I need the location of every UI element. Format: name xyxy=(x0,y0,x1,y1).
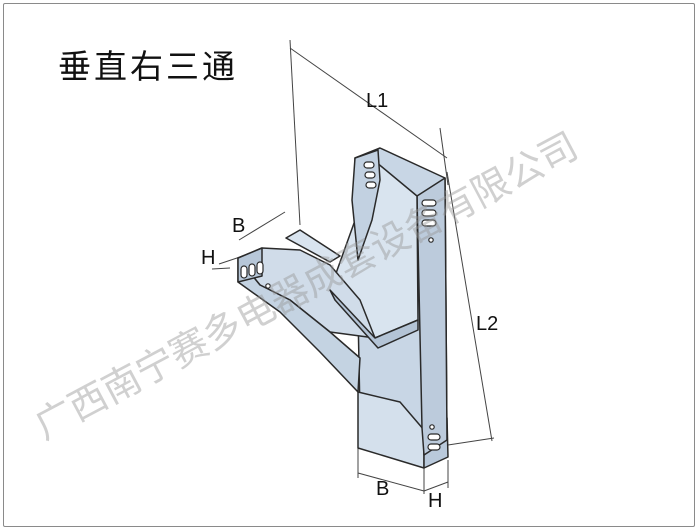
slots xyxy=(240,161,441,451)
figure-frame xyxy=(3,3,695,527)
branch-lip xyxy=(285,229,341,263)
branch-arm-face xyxy=(237,257,361,393)
dim-label-h-top: H xyxy=(201,247,215,269)
inner-bend xyxy=(329,289,419,349)
dim-label-l2: L2 xyxy=(476,313,498,335)
dim-label-l1: L1 xyxy=(366,90,388,112)
diagram-title: 垂直右三通 xyxy=(58,47,238,86)
dim-label-b-bottom: B xyxy=(376,478,389,500)
dim-label-h-bottom: H xyxy=(428,490,442,512)
dim-label-b-top: B xyxy=(232,215,245,237)
company-watermark: 广西南宁赛多电器成套设备有限公司 xyxy=(28,124,586,448)
